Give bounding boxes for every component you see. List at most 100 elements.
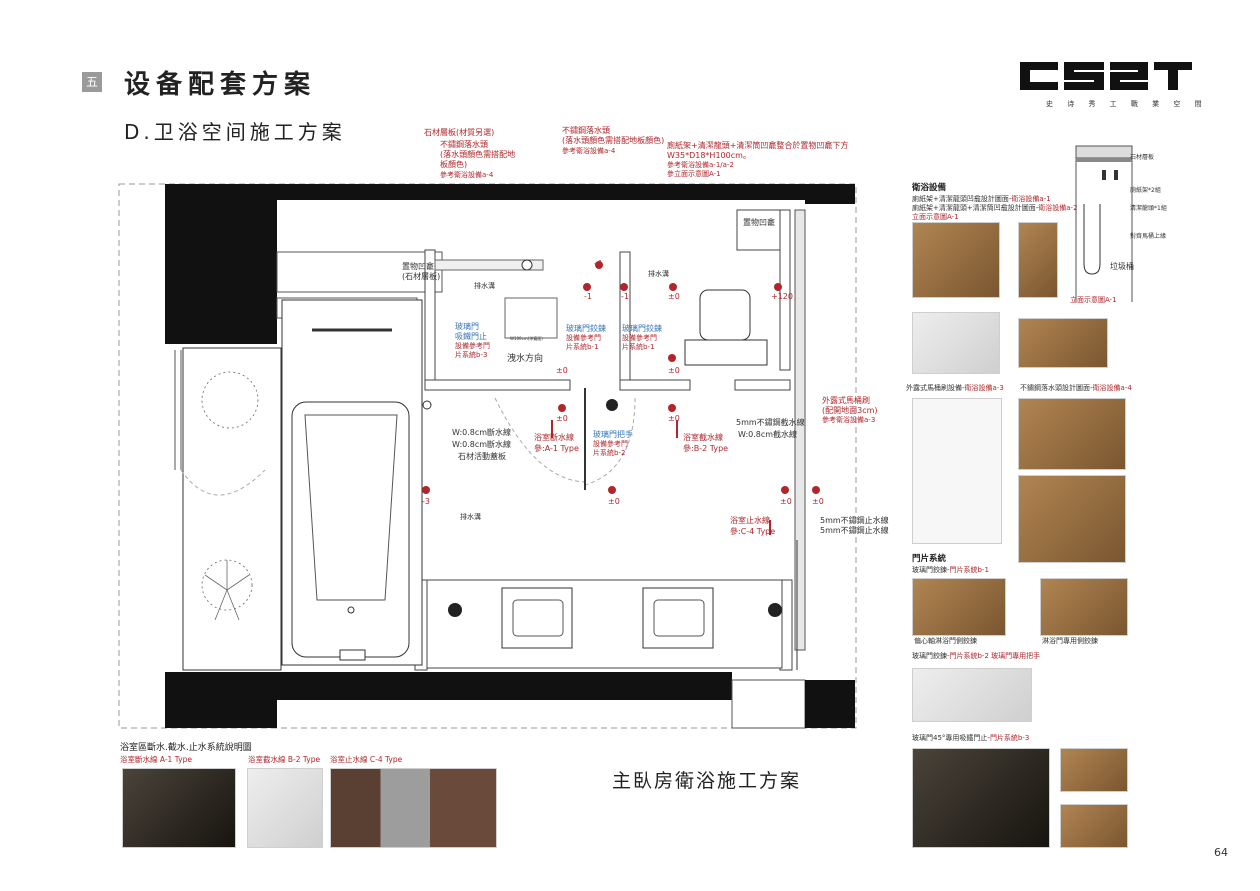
legend-photo-c — [330, 768, 497, 848]
level-label: -4 — [594, 259, 602, 268]
level-label: -1 — [621, 292, 629, 301]
door-ref: 設備參考門 — [566, 334, 601, 342]
handle-caption-ref: 門片系統b-2 玻璃門專用把手 — [949, 652, 1041, 660]
elevation-drawing — [1075, 145, 1133, 302]
legend-type-a: 浴室斷水線 A-1 Type — [120, 755, 192, 764]
bathroom-floor-plan — [118, 183, 857, 729]
section-number-badge: 五 — [82, 72, 102, 92]
drain-ditch-3: 排水溝 — [460, 513, 481, 521]
waterline-label: 5mm不鏽鋼止水線 — [820, 516, 889, 525]
spray-direction-label: 洩水方向 — [507, 354, 544, 364]
hinge-caption-ref: 門片系統b-1 — [949, 566, 989, 574]
door-ref: 片系統b-1 — [622, 343, 655, 351]
waterline-cut-b: 浴室截水線 — [683, 433, 723, 442]
photo-magnet-2 — [1060, 804, 1128, 848]
door-ref: 設備參考門 — [455, 342, 490, 350]
niche-left-label: 置物凹龕 — [402, 262, 434, 271]
hinge-caption-text: 玻璃門鉸鍊- — [912, 566, 950, 574]
toilet-brush-ref: 參考衛浴設備a-3 — [822, 416, 876, 424]
callout-drain2-note: (落水頭顏色需搭配地板顏色) — [562, 136, 665, 145]
legend-type-b: 浴室截水線 B-2 Type — [248, 755, 321, 764]
door-system-title: 門片系統 — [912, 554, 947, 564]
door-label: 玻璃門把手 — [593, 430, 633, 439]
level-label: ±0 — [668, 292, 680, 301]
photo-fixture-1 — [912, 222, 1000, 298]
brand-logo — [1020, 62, 1192, 90]
drain-caption-ref: 衛浴設備a-4 — [1092, 384, 1132, 392]
photo-handle — [912, 668, 1032, 722]
photo-drain-2 — [1018, 475, 1126, 563]
photo-drain-1 — [1018, 398, 1126, 470]
drain-ditch-2: 排水溝 — [648, 270, 669, 278]
wall-top-right — [805, 184, 855, 204]
level-label: -3 — [422, 497, 430, 506]
callout-drain1-ref: 參考衛浴設備a-4 — [440, 171, 494, 179]
door-label: 玻璃門 — [455, 322, 479, 331]
page-title: 设备配套方案 — [124, 70, 317, 100]
magnet-caption-ref: 門片系統b-3 — [989, 734, 1030, 742]
waterline-stop-ref: 參:C-4 Type — [730, 527, 776, 536]
photo-toilet-brush — [912, 398, 1002, 544]
bath-line-text: 廁紙架+清潔龍頭+清潔筒凹龕設計圖面- — [912, 204, 1039, 212]
waterline-label: 5mm不鏽鋼止水線 — [820, 526, 889, 535]
magnet-caption: 玻璃門45°專用吸鐵門止-門片系統b-3 — [912, 734, 1029, 743]
bath-line-3: 立面示意圖A-1 — [912, 213, 959, 221]
door-ref: 設備參考門 — [593, 440, 628, 448]
plan-caption: 主臥房衛浴施工方案 — [612, 770, 802, 792]
elevation-label: 石材層板 — [1130, 154, 1155, 161]
legend-photo-b — [247, 768, 323, 848]
callout-niche-size: W35*D18*H100cm。 — [667, 151, 751, 160]
waterline-cut-a: 浴室斷水線 — [534, 433, 574, 442]
door-ref: 片系統b-2 — [593, 449, 626, 457]
level-label: ±0 — [668, 414, 680, 423]
waterline-cut-a-ref: 參:A-1 Type — [534, 444, 579, 453]
photo-magnet-door — [912, 748, 1050, 848]
door-ref: 片系統b-3 — [455, 351, 488, 359]
door-ref: 片系統b-1 — [566, 343, 599, 351]
brand-tagline: 史 诗 秀 工 戰 業 空 間 — [1046, 100, 1208, 108]
wall-left-upper — [165, 184, 277, 344]
bath-line: 廁紙架+清潔龍頭+清潔筒凹龕設計圖面-衛浴設備a-2 — [912, 204, 1078, 213]
drain-caption-text: 不鏽鋼落水頭設計圖面- — [1020, 384, 1093, 392]
callout-drain2-ref: 參考衛浴設備a-4 — [562, 147, 616, 155]
bath-equipment-title: 衛浴設備 — [912, 183, 947, 193]
waterline-label: 5mm不鏽鋼截水線 — [736, 418, 805, 427]
handle-caption-text: 玻璃門鉸鍊- — [912, 652, 950, 660]
toilet-brush-callout: (配開地面3cm) — [822, 406, 878, 415]
wall-bottom — [277, 672, 732, 700]
level-label: ±0 — [556, 414, 568, 423]
photo-hinge-1 — [912, 578, 1006, 636]
callout-drain1-note2: 板顏色) — [440, 160, 468, 169]
magnet-caption-text: 玻璃門45°專用吸鐵門止- — [912, 734, 990, 742]
callout-shelf: 石材層板(材質另選) — [424, 128, 495, 137]
photo-paper-holder — [912, 312, 1000, 374]
page-number: 64 — [1214, 846, 1228, 859]
bath-line: 廁紙架+清潔龍頭凹龕設計圖面-衛浴設備a-1 — [912, 195, 1051, 204]
niche-top-label: 置物凹龕 — [743, 218, 775, 227]
callout-drain1-note: (落水頭顏色需搭配地 — [440, 150, 516, 159]
elevation-label: 垃圾桶 — [1110, 262, 1134, 271]
bath-line-ref: 衛浴設備a-2 — [1038, 204, 1078, 212]
elevation-label: 廁紙架*2組 — [1130, 187, 1161, 194]
level-label: ±0 — [556, 366, 568, 375]
brush-caption-text: 外露式馬桶刷設備- — [906, 384, 965, 392]
bath-line-ref: 衛浴設備a-1 — [1011, 195, 1051, 203]
legend-title: 浴室區斷水.截水.止水系統說明圖 — [120, 743, 252, 753]
level-label: +120 — [771, 292, 793, 301]
drain-caption: 不鏽鋼落水頭設計圖面-衛浴設備a-4 — [1020, 384, 1132, 393]
waterline-cut-b-ref: 參:B-2 Type — [683, 444, 729, 453]
door-ref: 設備參考門 — [622, 334, 657, 342]
hinge-photo-caption: 偏心軸淋浴門側鉸鍊 — [914, 637, 977, 645]
callout-drain2: 不鏽鋼落水頭 — [562, 126, 610, 135]
callout-drain1: 不鏽鋼落水頭 — [440, 140, 488, 149]
level-label: ±0 — [608, 497, 620, 506]
toilet-brush-callout: 外露式馬桶刷 — [822, 396, 870, 405]
waterline-label: W:0.8cm截水線 — [738, 430, 798, 439]
niche-left-label2: (石材層板) — [402, 272, 441, 281]
drain-ditch-1: 排水溝 — [474, 282, 495, 290]
waterline-label: W:0.8cm斷水線 — [452, 440, 512, 449]
level-label: ±0 — [780, 497, 792, 506]
waterline-stop: 浴室止水線 — [730, 516, 770, 525]
hinge-photo-caption: 淋浴門專用側鉸鍊 — [1042, 637, 1098, 645]
photo-hinge-2 — [1040, 578, 1128, 636]
